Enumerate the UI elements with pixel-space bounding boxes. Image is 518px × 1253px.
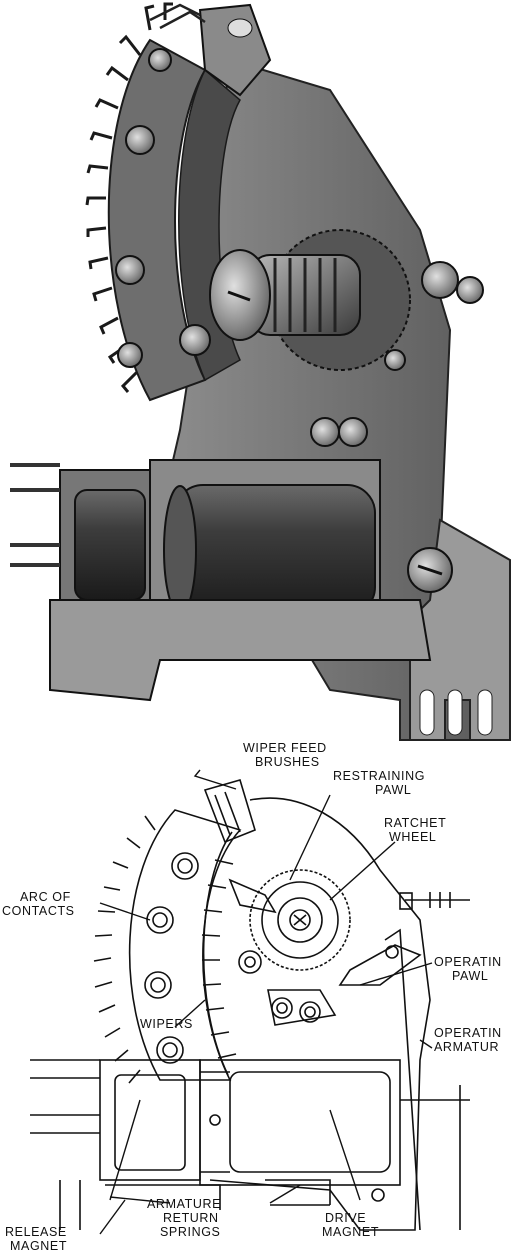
leader-lines [99, 769, 433, 1235]
label-line: MAGNET [322, 1225, 379, 1239]
bank-holes [144, 852, 199, 1064]
contact-bank-inner [178, 68, 241, 382]
label-line: RATCHET [384, 816, 446, 830]
base-frame [49, 599, 432, 702]
schematic-drawing [30, 769, 470, 1235]
restraining-pawl-outline [228, 878, 277, 914]
brush-block [198, 3, 272, 97]
bank-contacts [93, 815, 156, 1084]
label-wiper-feed-brushes: WIPER FEED BRUSHES [243, 741, 327, 769]
label-line: DRIVE [325, 1211, 366, 1225]
selector-illustration [10, 2, 511, 741]
label-line: BRUSHES [255, 755, 320, 769]
bracket-slot [477, 689, 493, 736]
wiper-comb [201, 831, 237, 1076]
armature-outline [384, 928, 421, 1231]
brush-block-outline [203, 779, 256, 844]
label-drive-magnet: DRIVE MAGNET [322, 1211, 379, 1239]
bracket-slot [447, 689, 463, 736]
pawl-screws [179, 261, 484, 593]
drive-magnet-outline [199, 1059, 470, 1230]
bank-bolts [115, 48, 172, 368]
label-line: PAWL [452, 969, 488, 983]
label-line: PAWL [375, 783, 411, 797]
label-wipers: WIPERS [140, 1017, 193, 1031]
plate-bolts [267, 989, 337, 1026]
label-line: RESTRAINING [333, 769, 425, 783]
label-ratchet-wheel: RATCHET WHEEL [384, 816, 446, 844]
arc-bank-outline [128, 809, 242, 1081]
label-operating-armature: OPERATIN ARMATUR [434, 1026, 502, 1054]
label-line: OPERATIN [434, 955, 502, 969]
label-line: WHEEL [389, 830, 436, 844]
label-line: ARMATUR [434, 1040, 499, 1054]
adjust-screw [405, 892, 470, 908]
label-operating-pawl: OPERATIN PAWL [434, 955, 502, 983]
label-line: ARMATURE [147, 1197, 221, 1211]
label-arc-of-contacts: ARC OF CONTACTS [2, 890, 75, 918]
spindle-spring [249, 254, 361, 336]
frame-outline [209, 797, 431, 1231]
label-line: CONTACTS [2, 904, 75, 918]
contact-terminals [85, 2, 173, 393]
label-line: WIPERS [140, 1017, 193, 1031]
armature-springs-outline [105, 1179, 331, 1210]
release-magnet-coil [10, 463, 171, 601]
label-line: SPRINGS [160, 1225, 220, 1239]
label-line: WIPER FEED [243, 741, 327, 755]
brush-wires [149, 3, 206, 30]
brush-screw [227, 18, 253, 38]
label-line: ARC OF [20, 890, 71, 904]
label-line: RETURN [163, 1211, 219, 1225]
label-armature-return-springs: ARMATURE RETURN SPRINGS [147, 1197, 221, 1239]
label-line: OPERATIN [434, 1026, 502, 1040]
ratchet-wheel-outline [249, 869, 351, 971]
label-restraining-pawl: RESTRAINING PAWL [333, 769, 425, 797]
bracket-slot [419, 689, 435, 736]
label-release-magnet: RELEASE MAGNET [5, 1225, 67, 1253]
label-line: RELEASE [5, 1225, 67, 1239]
label-line: MAGNET [10, 1239, 67, 1253]
